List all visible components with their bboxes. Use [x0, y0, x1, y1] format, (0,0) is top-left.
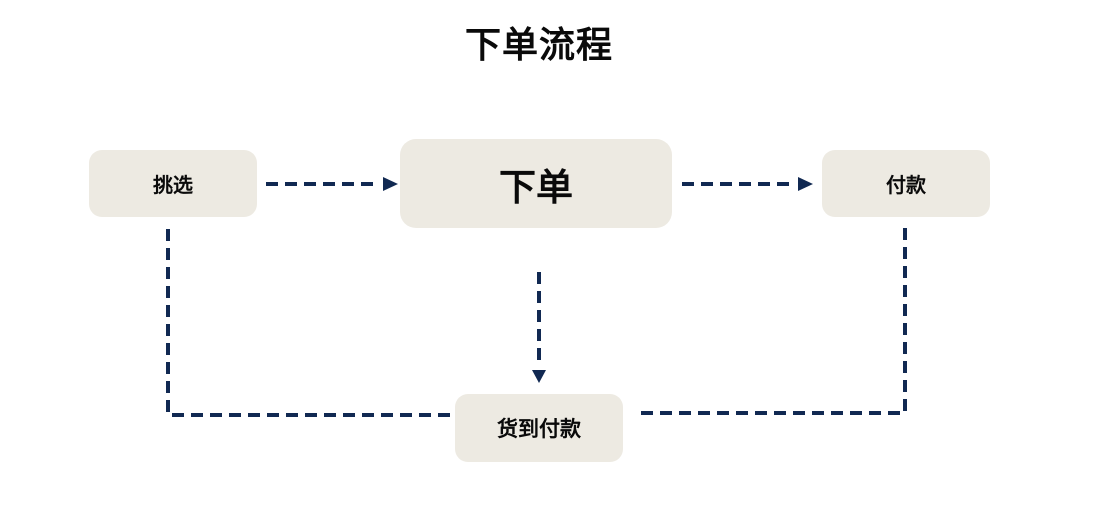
node-pay: 付款 [822, 150, 990, 217]
node-pick-label: 挑选 [153, 175, 193, 197]
node-order-label: 下单 [499, 166, 573, 208]
edge-pick-to-cod [166, 229, 452, 417]
node-order: 下单 [400, 139, 672, 228]
arrowhead-down-icon [532, 370, 546, 383]
node-pick: 挑选 [89, 150, 257, 217]
diagram-title: 下单流程 [464, 24, 613, 65]
node-cod-label: 货到付款 [497, 418, 581, 441]
node-cod: 货到付款 [455, 394, 623, 462]
edge-pay-to-cod [635, 228, 907, 415]
arrowhead-right-icon [798, 177, 813, 191]
node-pay-label: 付款 [886, 175, 926, 197]
arrowhead-right-icon [383, 177, 398, 191]
